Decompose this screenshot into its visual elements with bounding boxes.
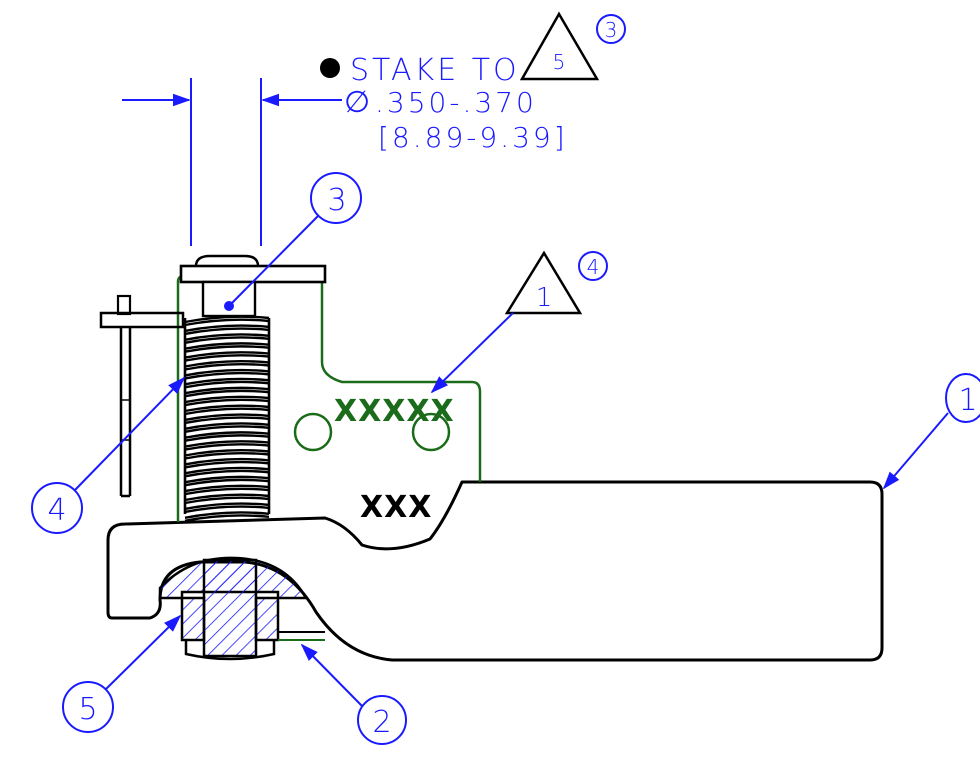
spring-coil (184, 342, 270, 350)
revision-flag: 1 4 (504, 250, 608, 315)
flag-circle-icon (578, 251, 608, 281)
flag-triangle-icon (519, 11, 600, 81)
diameter-dimension (122, 78, 342, 246)
spring-coil (184, 315, 270, 324)
stake-note: STAKE TO ∅ .350-.370 [8.89-9.39] (320, 53, 568, 154)
balloon-3: 3 (230, 172, 362, 305)
spring-coil (184, 368, 270, 377)
spring-coil (184, 443, 270, 451)
spring-coil (184, 502, 270, 511)
spring-coil (184, 496, 270, 505)
spring-coil (184, 478, 270, 487)
spring-coil (184, 484, 270, 493)
stake-note-label: STAKE TO (350, 53, 520, 88)
flag-triangle-icon (504, 250, 583, 315)
balloon-2-text: 2 (372, 705, 391, 740)
spring-coil (184, 457, 270, 466)
stake-flag: 5 3 (519, 11, 626, 81)
stake-bullet-icon (320, 58, 340, 78)
plate-hole-left (293, 412, 333, 452)
spring-coil (184, 407, 270, 416)
spring-coil (184, 395, 270, 404)
fastener-section (158, 556, 325, 661)
spring-coil (184, 345, 270, 353)
flag-triangle-text: 1 (536, 283, 553, 313)
balloon-5-text: 5 (78, 692, 97, 727)
coil-spring (183, 315, 271, 522)
spring-coil (184, 505, 270, 514)
spring-coil (184, 371, 270, 380)
spring-coil (184, 336, 270, 344)
spring-coil (184, 318, 270, 327)
spring-coil (184, 440, 270, 448)
spring-coil (184, 404, 270, 413)
green-marking-code: XXXXX (334, 394, 455, 429)
spring-coil (184, 475, 270, 484)
diameter-symbol: ∅ (344, 85, 373, 120)
spring-coil (184, 487, 270, 496)
balloon-4-text: 4 (47, 493, 66, 528)
spring-coil (184, 493, 270, 502)
balloon-4: 4 (31, 376, 186, 534)
spring-coil (184, 398, 270, 407)
spring-coil (184, 389, 270, 398)
flag-triangle-text: 5 (553, 50, 566, 74)
black-marking-code: XXX (360, 490, 432, 525)
spring-coil (184, 514, 270, 522)
spring-coil (184, 422, 270, 430)
spring-coil (184, 354, 270, 362)
spring-coil (184, 324, 270, 333)
spring-coil (184, 469, 270, 478)
plate-hole-right (411, 412, 451, 452)
spring-coil (184, 413, 270, 422)
flag-circle-icon (596, 14, 626, 44)
spring-coil (184, 333, 270, 341)
diameter-inch-value: .350-.370 (375, 86, 537, 119)
spring-coil (184, 351, 270, 359)
spring-coil (184, 380, 270, 389)
flag-leader-line (430, 312, 514, 394)
spring-coil (184, 431, 270, 439)
spring-coil (184, 359, 270, 368)
spring-coil (184, 327, 270, 336)
hinge-bracket (99, 294, 185, 498)
spring-coil (184, 466, 270, 475)
balloon-1-text: 1 (958, 383, 977, 418)
spring-coil (184, 362, 270, 371)
spring-coil (184, 448, 270, 457)
spring-coil (184, 451, 270, 460)
spring-coil (184, 511, 270, 519)
diameter-mm-value: [8.89-9.39] (378, 121, 568, 154)
spring-coil (184, 434, 270, 442)
balloon-1: 1 (882, 373, 980, 490)
balloon-5: 5 (62, 614, 182, 733)
spring-coil (184, 377, 270, 386)
balloon-3-text: 3 (327, 183, 346, 218)
spring-coil (184, 386, 270, 395)
balloon-2: 2 (300, 643, 407, 745)
flag-circle-text: 3 (605, 18, 618, 42)
spring-coil (184, 416, 270, 425)
pin-head (179, 254, 327, 318)
terminal-body-outline (106, 480, 884, 662)
flag-circle-text: 4 (587, 255, 600, 279)
spring-coil (184, 460, 270, 469)
spring-coil (184, 425, 270, 433)
